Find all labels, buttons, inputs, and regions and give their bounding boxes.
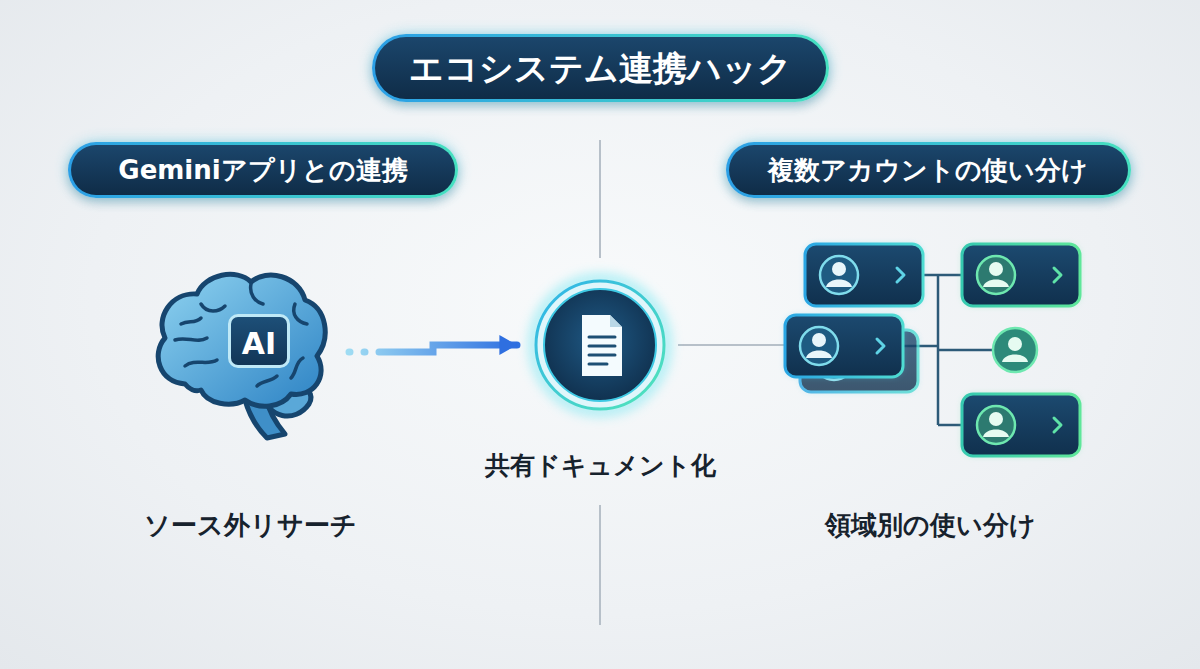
pill-text: エコシステム連携ハック <box>409 48 792 88</box>
caption-label: ソース外リサーチ <box>144 509 357 541</box>
document-circle: 共有ドキュメント化 <box>450 270 750 482</box>
section-pill: Geminiアプリとの連携 <box>68 142 458 198</box>
ai-brain: AI <box>145 262 335 442</box>
section-pill: 複数アカウントの使い分け <box>726 142 1131 198</box>
document-icon <box>525 270 675 420</box>
pill-text: Geminiアプリとの連携 <box>118 155 407 185</box>
node-label: 共有ドキュメント化 <box>450 450 750 482</box>
caption-label: 領域別の使い分け <box>825 509 1036 541</box>
ai-badge-text: AI <box>228 314 290 368</box>
pill-text: 複数アカウントの使い分け <box>768 155 1088 185</box>
account-circle <box>993 328 1037 372</box>
account-cards <box>785 244 1080 456</box>
flow-arrow <box>349 345 517 352</box>
title-pill: エコシステム連携ハック <box>372 34 829 102</box>
